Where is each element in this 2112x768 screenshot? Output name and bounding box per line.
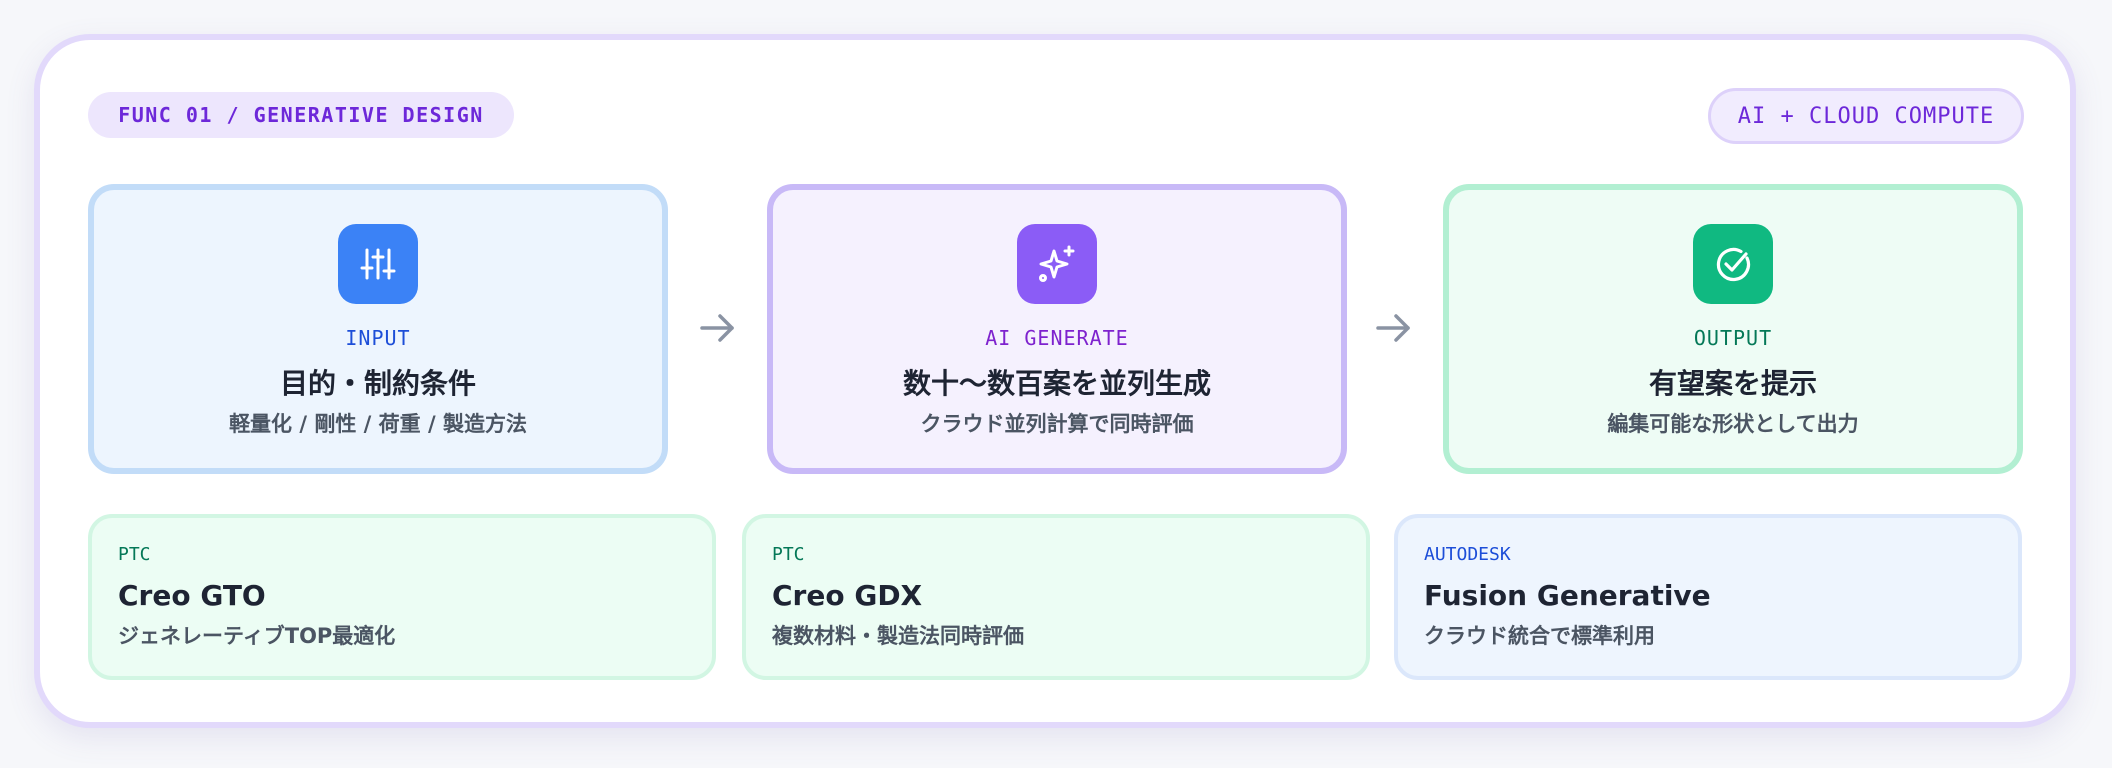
- step-subtitle: 軽量化 / 剛性 / 荷重 / 製造方法: [229, 412, 527, 436]
- step-label: AI GENERATE: [985, 326, 1129, 350]
- product-description: 複数材料・製造法同時評価: [772, 624, 1024, 648]
- func-tag: FUNC 01 / GENERATIVE DESIGN: [88, 92, 514, 138]
- step-label: OUTPUT: [1693, 326, 1773, 350]
- step-subtitle: 編集可能な形状として出力: [1607, 412, 1859, 436]
- sparkles-icon: [1017, 224, 1097, 304]
- step-subtitle: クラウド並列計算で同時評価: [920, 412, 1194, 436]
- check-circle-icon: [1693, 224, 1773, 304]
- product-name: Fusion Generative: [1424, 579, 1711, 612]
- step-label: INPUT: [345, 326, 411, 350]
- sliders-icon: [338, 224, 418, 304]
- arrow-right-icon: [698, 308, 738, 348]
- step-input: INPUT 目的・制約条件 軽量化 / 剛性 / 荷重 / 製造方法: [88, 184, 668, 474]
- product-name: Creo GDX: [772, 579, 923, 612]
- product-description: ジェネレーティブTOP最適化: [118, 624, 396, 648]
- product-card: PTC Creo GTO ジェネレーティブTOP最適化: [88, 514, 716, 680]
- step-title: 目的・制約条件: [279, 367, 476, 400]
- compute-tag: AI + CLOUD COMPUTE: [1708, 88, 2024, 144]
- product-name: Creo GTO: [118, 579, 266, 612]
- product-card: AUTODESK Fusion Generative クラウド統合で標準利用: [1394, 514, 2022, 680]
- step-title: 有望案を提示: [1648, 367, 1817, 400]
- step-output: OUTPUT 有望案を提示 編集可能な形状として出力: [1443, 184, 2023, 474]
- product-card: PTC Creo GDX 複数材料・製造法同時評価: [742, 514, 1370, 680]
- arrow-right-icon: [1374, 308, 1414, 348]
- product-vendor: AUTODESK: [1424, 544, 1511, 565]
- product-vendor: PTC: [772, 544, 805, 565]
- step-ai-generate: AI GENERATE 数十〜数百案を並列生成 クラウド並列計算で同時評価: [767, 184, 1347, 474]
- product-vendor: PTC: [118, 544, 151, 565]
- step-title: 数十〜数百案を並列生成: [902, 367, 1211, 400]
- product-description: クラウド統合で標準利用: [1424, 624, 1655, 648]
